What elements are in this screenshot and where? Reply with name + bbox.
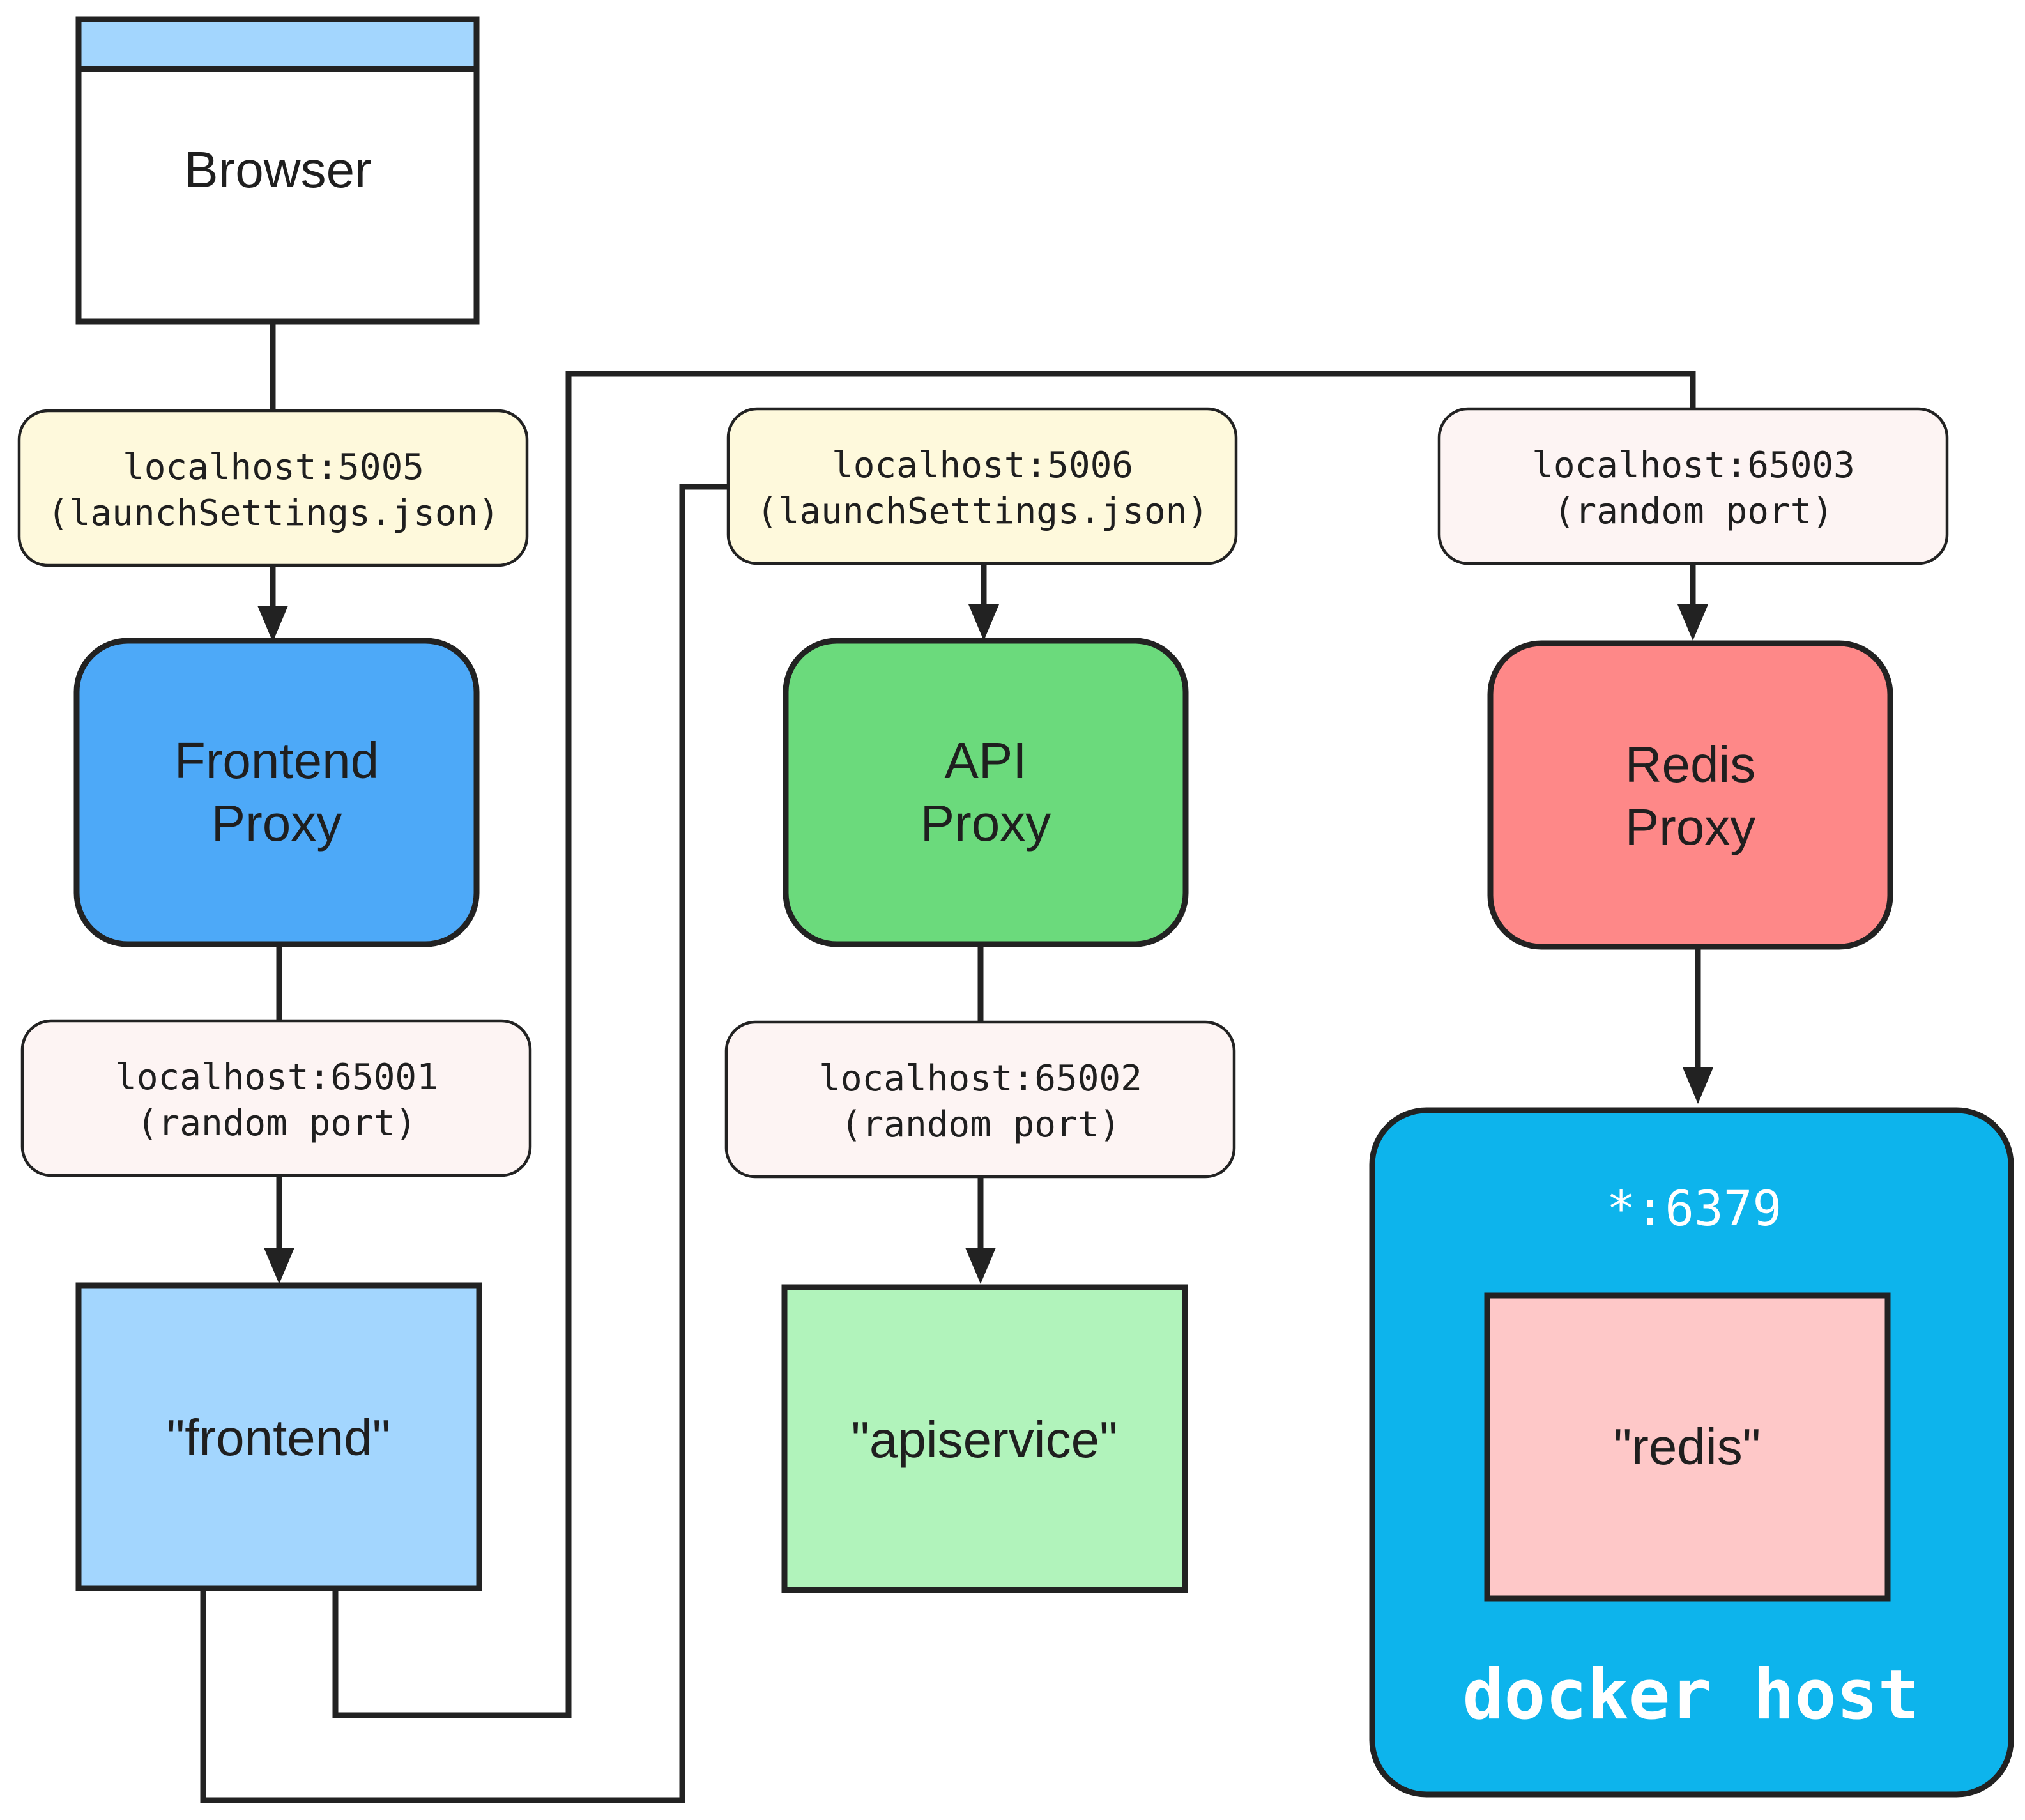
redis-box xyxy=(1484,1292,1891,1602)
redis-proxy-box xyxy=(1487,640,1893,950)
redis-proxy-label-line1: Redis xyxy=(1625,736,1756,793)
frontend-proxy-node: Frontend Proxy xyxy=(73,638,480,947)
edges xyxy=(200,321,1713,1803)
frontend-proxy-label-line1: Frontend xyxy=(174,732,379,789)
redis-node: "redis" xyxy=(1484,1292,1891,1602)
arrow-head-frontend-proxy xyxy=(257,606,288,642)
edge-label-localhost-65003: localhost:65003 (random port) xyxy=(1437,407,1949,565)
edge-label-line1: localhost:5005 xyxy=(123,447,424,488)
apiservice-box xyxy=(781,1284,1188,1593)
edge-label-line1: localhost:5006 xyxy=(832,445,1133,486)
arrow-head-docker-host xyxy=(1683,1067,1713,1104)
edge-label-box xyxy=(17,409,529,567)
edge-label-line2: (random port) xyxy=(137,1103,416,1144)
browser-label: Browser xyxy=(184,141,371,198)
edge-label-box xyxy=(724,1020,1236,1179)
edge-label-localhost-5006: localhost:5006 (launchSettings.json) xyxy=(726,407,1238,565)
edge-frontend-to-redis-proxy xyxy=(332,371,1696,1718)
browser-node: Browser xyxy=(75,16,480,325)
frontend-node: "frontend" xyxy=(75,1282,482,1591)
edge-label-localhost-5005: localhost:5005 (launchSettings.json) xyxy=(17,409,529,567)
arrow-head-apiservice xyxy=(965,1248,996,1284)
api-proxy-node: API Proxy xyxy=(783,638,1189,947)
edge-label-box xyxy=(726,407,1238,565)
frontend-proxy-label-line2: Proxy xyxy=(211,795,342,852)
docker-host-node: *:6379 docker host "redis" xyxy=(1369,1107,2014,1798)
api-proxy-box xyxy=(783,638,1189,947)
edge-label-line2: (random port) xyxy=(1554,491,1833,532)
edge-label-line2: (launchSettings.json) xyxy=(47,493,500,534)
frontend-label: "frontend" xyxy=(167,1409,390,1466)
edge-label-line2: (random port) xyxy=(841,1104,1120,1145)
edge-label-line2: (launchSettings.json) xyxy=(756,491,1209,532)
edge-frontend-to-api-proxy xyxy=(200,484,728,1803)
arrow-head-api-proxy xyxy=(968,604,999,641)
edge-label-line1: localhost:65002 xyxy=(819,1058,1142,1099)
edge-label-line1: localhost:65001 xyxy=(115,1057,438,1098)
edge-label-box xyxy=(20,1019,532,1177)
browser-window-header xyxy=(75,16,480,72)
docker-host-title: docker host xyxy=(1462,1655,1919,1735)
edge-label-localhost-65002: localhost:65002 (random port) xyxy=(724,1020,1236,1179)
redis-proxy-label-line2: Proxy xyxy=(1625,799,1756,855)
apiservice-node: "apiservice" xyxy=(781,1284,1188,1593)
frontend-box xyxy=(75,1282,482,1591)
frontend-proxy-box xyxy=(73,638,480,947)
apiservice-label: "apiservice" xyxy=(852,1411,1118,1468)
arrow-head-redis-proxy xyxy=(1677,604,1708,641)
docker-host-port-label: *:6379 xyxy=(1607,1180,1782,1237)
api-proxy-label-line2: Proxy xyxy=(921,795,1051,852)
redis-proxy-node: Redis Proxy xyxy=(1487,640,1893,950)
edge-label-line1: localhost:65003 xyxy=(1532,445,1855,486)
edge-label-localhost-65001: localhost:65001 (random port) xyxy=(20,1019,532,1177)
edge-label-box xyxy=(1437,407,1949,565)
redis-label: "redis" xyxy=(1614,1418,1761,1475)
api-proxy-label-line1: API xyxy=(945,732,1027,789)
arrow-head-frontend xyxy=(264,1248,294,1284)
